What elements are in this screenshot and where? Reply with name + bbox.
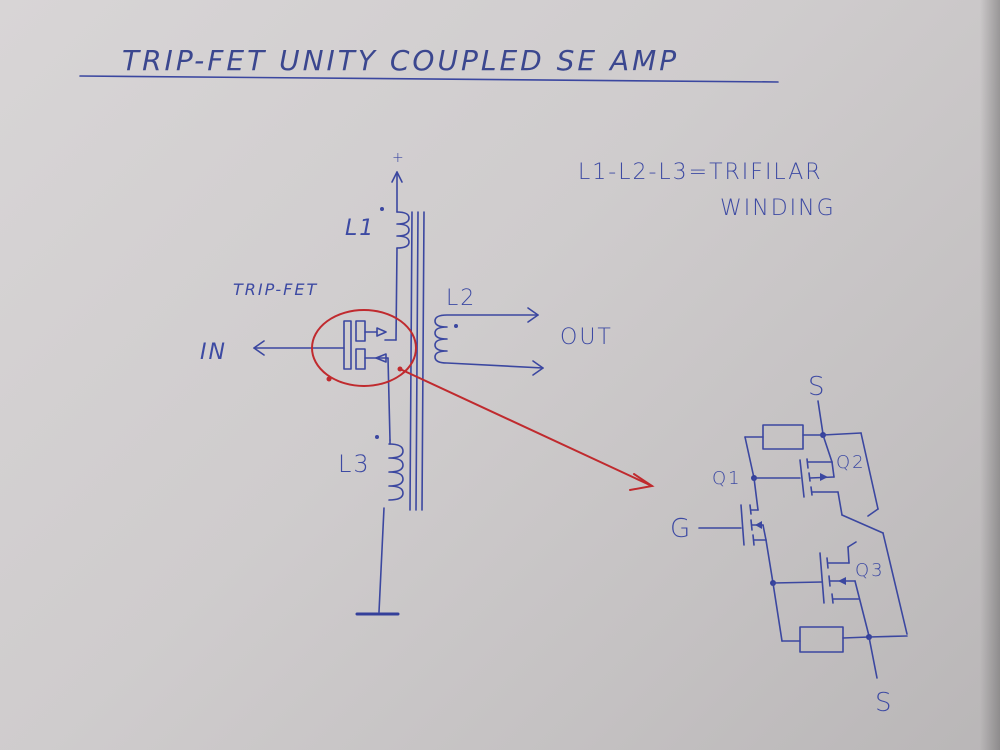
- paper-edge-shadow: [980, 0, 1000, 750]
- l3-label: L3: [338, 450, 371, 478]
- tripfet-highlight-circle: [311, 309, 417, 387]
- out-arrow-top-icon: [527, 307, 539, 323]
- q1-gate-plate: [740, 504, 745, 546]
- tripfet-gate-plate: [343, 320, 352, 370]
- l1-label: L1: [345, 216, 376, 241]
- trifilar-note-line1: L1-L2-L3=TRIFILAR: [578, 160, 823, 185]
- trifilar-note-line2: WINDING: [720, 196, 836, 221]
- input-label: IN: [200, 340, 227, 365]
- l2-coil-icon: [434, 314, 544, 369]
- detail-pointer-arrow: [399, 368, 653, 487]
- detail-schematic: [698, 400, 908, 679]
- l1-dot-icon: [380, 207, 384, 211]
- supply-plus-label: +: [392, 150, 406, 166]
- l1-coil-icon: [396, 211, 410, 249]
- gate-label: G: [670, 514, 693, 544]
- out-arrow-bottom-icon: [532, 360, 544, 376]
- tripfet-label: TRIP-FET: [233, 280, 319, 299]
- l2-label: L2: [446, 286, 477, 311]
- source-bottom-label: S: [875, 688, 894, 718]
- source-top-label: S: [808, 372, 827, 402]
- q3-label: Q3: [855, 560, 885, 581]
- pointer-arrowhead-icon: [629, 473, 655, 491]
- input-arrow-icon: [253, 340, 265, 356]
- page-title: TRIP-FET UNITY COUPLED SE AMP: [122, 44, 680, 77]
- core-line-1: [409, 211, 413, 511]
- core-line-3: [421, 211, 425, 511]
- core-line-2: [415, 211, 419, 511]
- title-underline: [79, 75, 779, 83]
- resistor-top-icon: [762, 424, 804, 450]
- q1-label: Q1: [712, 468, 742, 489]
- main-schematic: [253, 171, 655, 616]
- output-label: OUT: [560, 325, 613, 350]
- l3-coil-icon: [388, 443, 404, 501]
- resistor-bottom-icon: [799, 626, 844, 653]
- q2-label: Q2: [836, 452, 866, 473]
- l3-dot-icon: [375, 435, 379, 439]
